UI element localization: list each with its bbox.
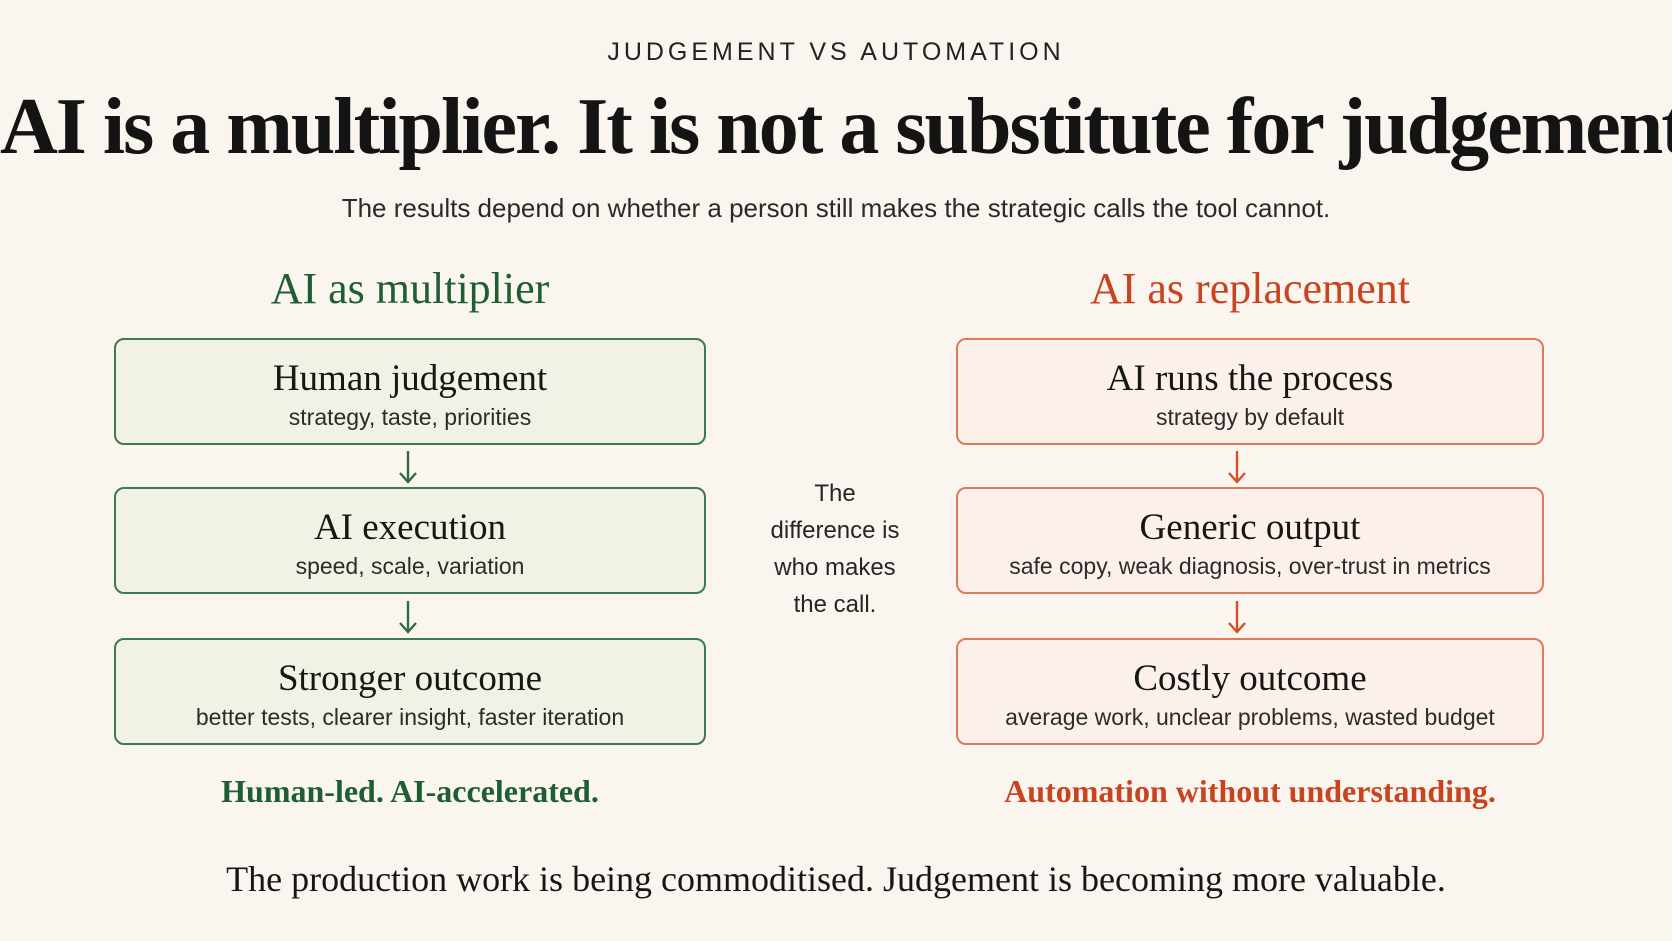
step-subtitle: better tests, clearer insight, faster it… [195, 704, 625, 730]
replacement-step-generic-output: Generic output safe copy, weak diagnosis… [956, 487, 1544, 594]
center-note: The difference is who makes the call. [740, 475, 930, 623]
center-note-line: who makes [774, 554, 896, 581]
step-title: Costly outcome [1133, 658, 1367, 699]
replacement-step-ai-runs-process: AI runs the process strategy by default [956, 338, 1544, 445]
multiplier-heading: AI as multiplier [270, 264, 550, 313]
center-note-line: difference is [770, 517, 900, 544]
step-subtitle: speed, scale, variation [295, 553, 525, 579]
multiplier-tagline: Human-led. AI-accelerated. [221, 773, 599, 809]
page-title: AI is a multiplier. It is not a substitu… [0, 83, 1672, 171]
multiplier-step-stronger-outcome: Stronger outcome better tests, clearer i… [114, 638, 706, 745]
down-arrow-icon [1228, 601, 1246, 634]
down-arrow-icon [399, 451, 417, 484]
down-arrow-icon [399, 601, 417, 634]
replacement-heading: AI as replacement [1089, 264, 1411, 313]
eyebrow-label: JUDGEMENT VS AUTOMATION [607, 38, 1065, 66]
footer-statement: The production work is being commoditise… [226, 859, 1446, 899]
page-subtitle: The results depend on whether a person s… [341, 193, 1331, 223]
step-title: Stronger outcome [277, 658, 543, 699]
step-title: AI execution [313, 507, 507, 548]
step-subtitle: strategy by default [1156, 404, 1344, 430]
center-note-line: the call. [793, 591, 877, 618]
multiplier-step-human-judgement: Human judgement strategy, taste, priorit… [114, 338, 706, 445]
multiplier-step-ai-execution: AI execution speed, scale, variation [114, 487, 706, 594]
step-subtitle: strategy, taste, priorities [288, 404, 532, 430]
step-subtitle: safe copy, weak diagnosis, over-trust in… [1009, 553, 1491, 579]
step-title: AI runs the process [1106, 358, 1394, 399]
center-note-line: The [814, 480, 856, 507]
down-arrow-icon [1228, 451, 1246, 484]
replacement-tagline: Automation without understanding. [1004, 773, 1496, 809]
replacement-step-costly-outcome: Costly outcome average work, unclear pro… [956, 638, 1544, 745]
step-subtitle: average work, unclear problems, wasted b… [1005, 704, 1495, 730]
step-title: Generic output [1139, 507, 1361, 548]
step-title: Human judgement [272, 358, 548, 399]
